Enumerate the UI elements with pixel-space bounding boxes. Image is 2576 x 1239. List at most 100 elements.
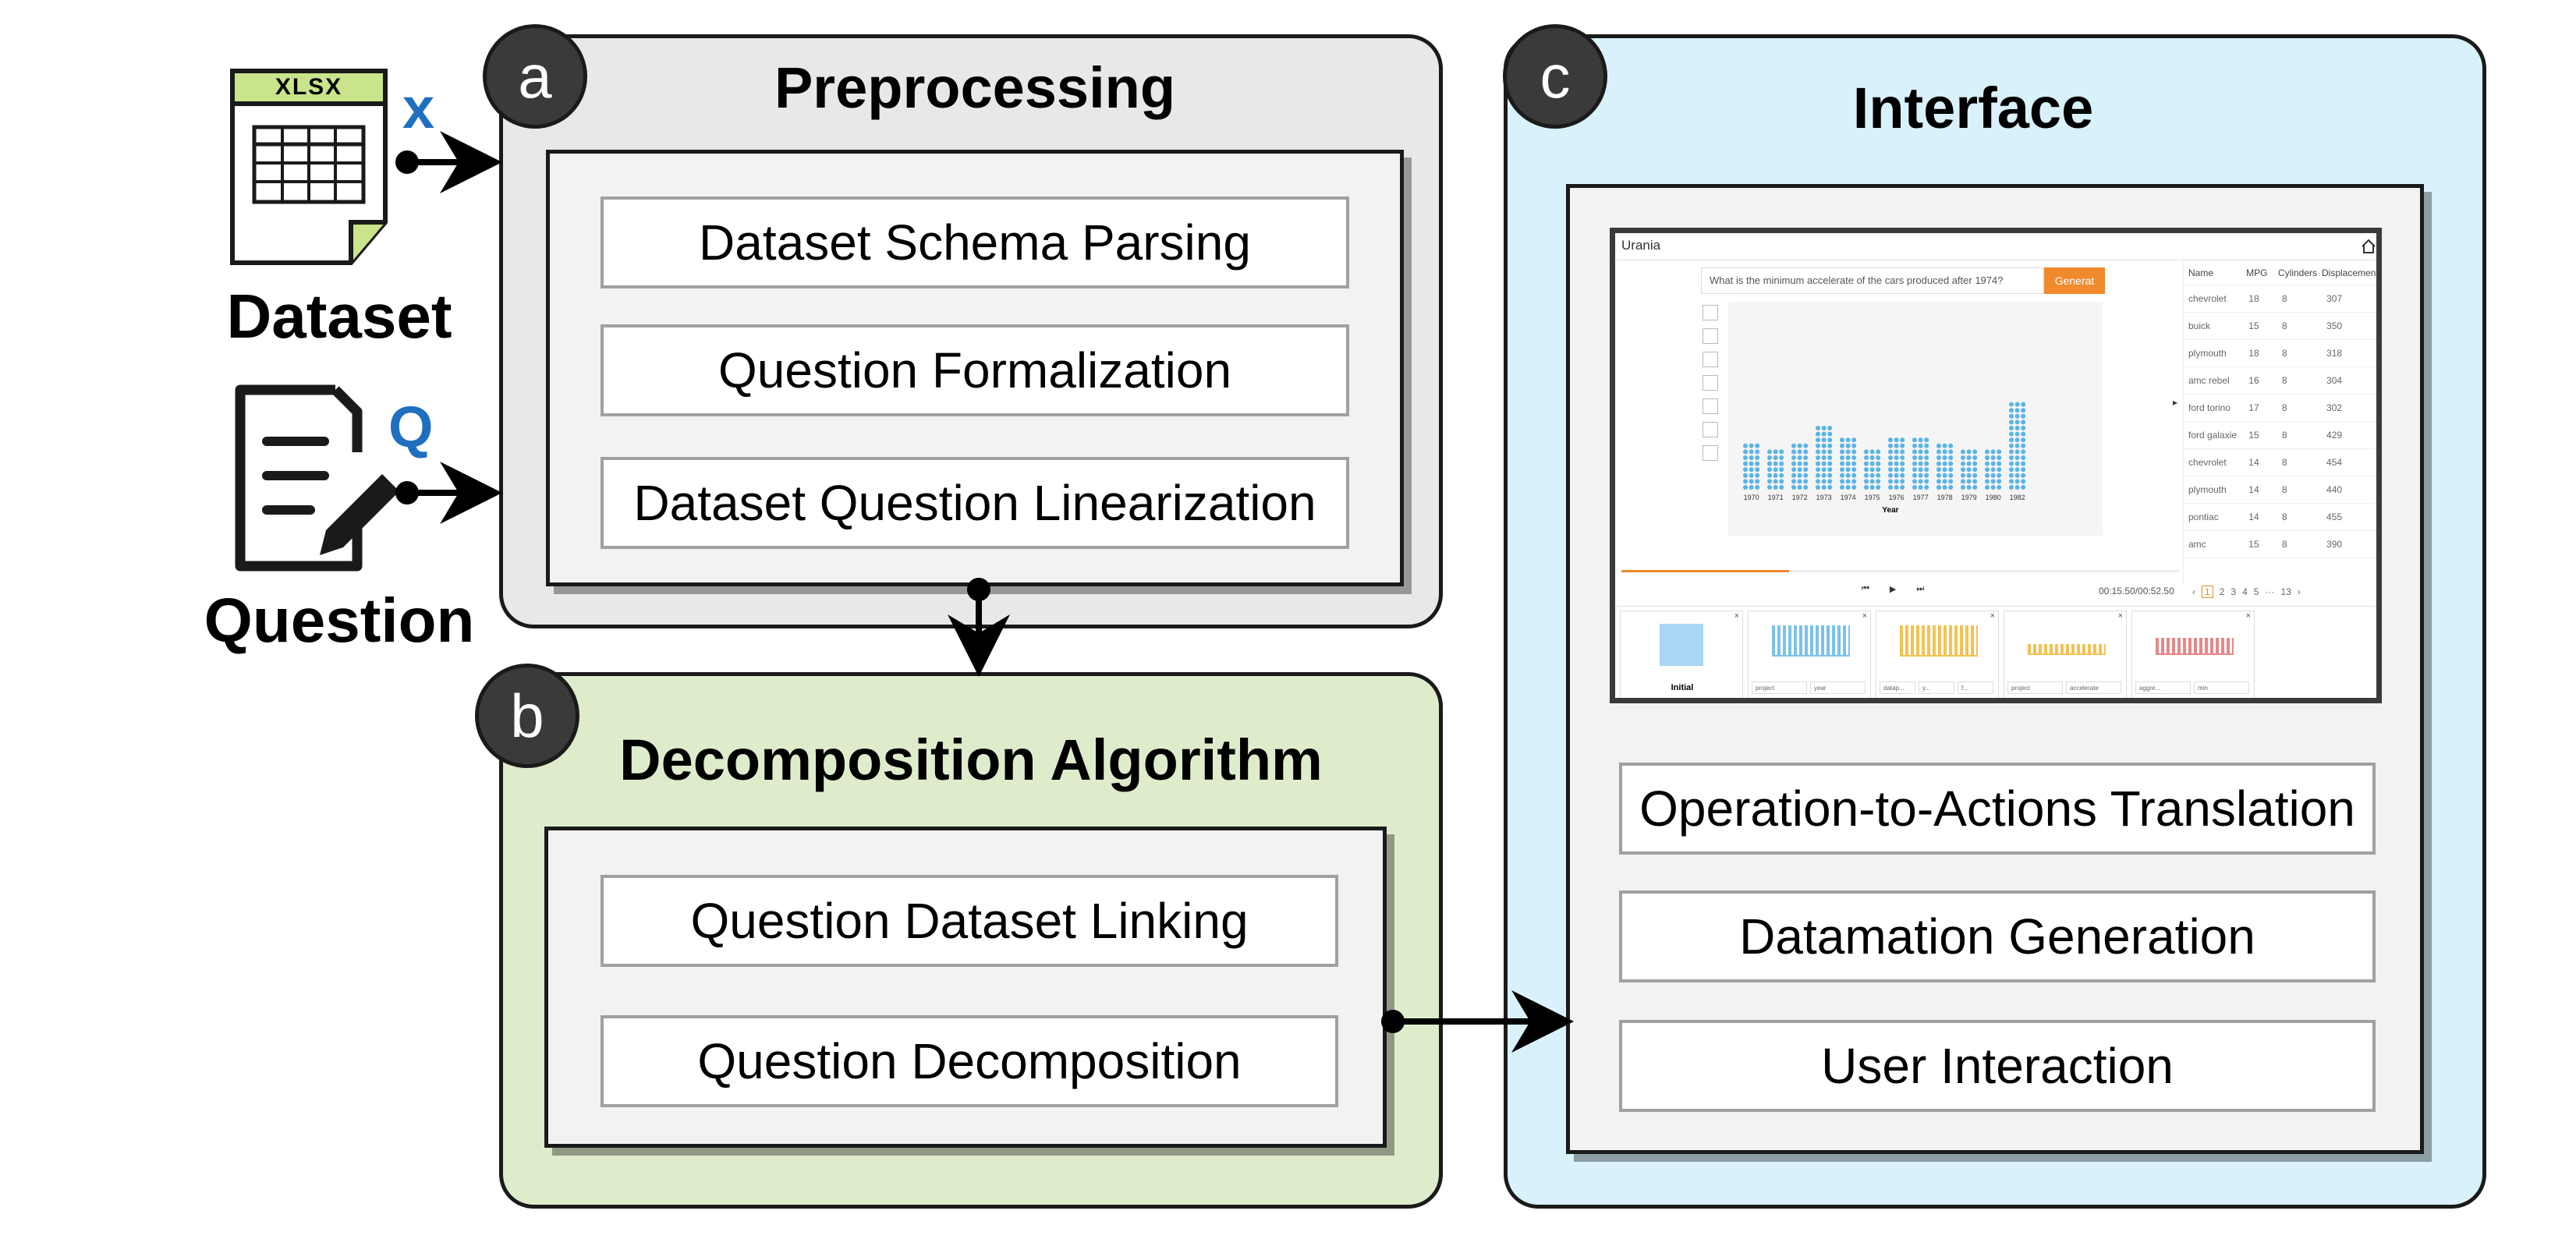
step-datamation-generation: Datamation Generation [1619, 890, 2376, 982]
dataset-label: Dataset [226, 281, 452, 351]
table-header-cell[interactable]: Name [2188, 267, 2214, 278]
table-cell: 15 [2248, 430, 2259, 441]
skip-back-icon[interactable]: ⏮ [1862, 584, 1869, 593]
table-cell: 8 [2281, 348, 2287, 359]
tool-icon-4[interactable] [1703, 375, 1718, 391]
chart-bar [1743, 443, 1760, 490]
step-dataset-question-linearization: Dataset Question Linearization [601, 457, 1349, 549]
step-preview [1900, 625, 1978, 657]
tool-icon-5[interactable] [1703, 398, 1718, 414]
close-icon[interactable]: × [2245, 611, 2251, 621]
table-cell: 8 [2281, 402, 2287, 413]
page-number[interactable]: 3 [2231, 586, 2237, 597]
chart-bar [1985, 449, 2002, 490]
collapse-arrow-icon[interactable]: ▸ [2173, 397, 2178, 408]
table-cell: 307 [2326, 293, 2343, 304]
query-input[interactable]: What is the minimum accelerate of the ca… [1701, 267, 2044, 294]
step-control[interactable]: aggre... [2135, 681, 2191, 694]
panel-c-title: Interface [1852, 76, 2094, 140]
chart-tick-label: 1972 [1792, 494, 1808, 501]
table-header: Name MPG Cylinders Displacement [2184, 261, 2376, 285]
tool-icons [1703, 305, 1721, 515]
table-cell: 8 [2281, 320, 2287, 331]
chart-tick-label: 1977 [1913, 494, 1929, 501]
chart-tick-label: 1982 [2010, 494, 2025, 501]
table-header-cell[interactable]: Cylinders [2277, 267, 2317, 278]
close-icon[interactable]: × [2117, 611, 2123, 621]
step-control[interactable]: accelerate [2066, 681, 2121, 694]
page-prev-icon[interactable]: ‹ [2192, 586, 2195, 597]
chart-bar [1791, 443, 1809, 490]
table-cell: 350 [2326, 320, 2343, 331]
page-number[interactable]: 2 [2219, 586, 2225, 597]
step-control[interactable]: min [2194, 681, 2249, 694]
play-icon[interactable]: ▶ [1889, 585, 1897, 594]
table-cell: 304 [2326, 375, 2343, 386]
step-question-decomposition: Question Decomposition [601, 1015, 1338, 1107]
close-icon[interactable]: × [1990, 611, 1995, 621]
table-cell: 454 [2326, 457, 2343, 468]
generate-button[interactable]: Generat [2044, 267, 2105, 294]
tool-icon-3[interactable] [1703, 352, 1718, 367]
close-icon[interactable]: × [1862, 611, 1867, 621]
chart-tick-label: 1975 [1865, 494, 1880, 501]
page-next-icon[interactable]: › [2297, 586, 2301, 597]
step-card[interactable]: ×Initial [1620, 611, 1743, 698]
table-cell: ford torino [2188, 402, 2231, 413]
step-question-formalization: Question Formalization [601, 324, 1349, 416]
step-control[interactable]: project [2007, 681, 2063, 694]
timeline-track[interactable] [1621, 570, 2180, 572]
step-preview [2028, 644, 2106, 655]
step-control[interactable]: y... [1919, 681, 1954, 694]
chart-x-label: Year [1882, 506, 1898, 515]
step-card[interactable]: × aggre...min [2131, 611, 2255, 698]
page-number[interactable]: ··· [2265, 586, 2275, 597]
step-card[interactable]: × datap... y... f... [1876, 611, 1999, 698]
close-icon[interactable]: × [1734, 611, 1739, 621]
table-cell: 15 [2248, 320, 2259, 331]
page-number[interactable]: 4 [2242, 586, 2248, 597]
table-cell: 18 [2248, 293, 2259, 304]
table-cell: pontiac [2188, 512, 2219, 522]
chart-bar [1936, 443, 1954, 490]
table-cell: 14 [2248, 512, 2259, 522]
skip-forward-icon[interactable]: ⏭ [1916, 584, 1925, 593]
xlsx-file-icon [230, 69, 388, 265]
tool-icon-7[interactable] [1703, 445, 1718, 461]
arrow-decomposition-to-interface [1381, 990, 1574, 1053]
step-control[interactable]: year [1810, 681, 1866, 694]
table-cell: 318 [2326, 348, 2343, 359]
table-header-cell[interactable]: MPG [2246, 267, 2268, 278]
page-number[interactable]: 5 [2253, 586, 2259, 597]
table-header-cell[interactable]: Displacement [2322, 267, 2379, 278]
question-letter: Q [388, 395, 434, 459]
tool-icon-2[interactable] [1703, 328, 1718, 344]
urania-screenshot: Urania What is the minimum accelerate of… [1610, 228, 2382, 703]
panel-c-badge: c [1507, 28, 1603, 125]
home-icon[interactable] [2360, 238, 2377, 255]
table-cell: chevrolet [2188, 457, 2227, 468]
tool-icon-6[interactable] [1703, 422, 1718, 437]
page-number[interactable]: 1 [2202, 586, 2213, 598]
step-control[interactable]: datap... [1880, 681, 1915, 694]
tool-icon-1[interactable] [1703, 305, 1718, 320]
page-number[interactable]: 13 [2280, 586, 2291, 597]
step-control[interactable]: project [1752, 681, 1807, 694]
timeline-progress [1621, 570, 1789, 572]
step-control[interactable]: f... [1958, 681, 1993, 694]
